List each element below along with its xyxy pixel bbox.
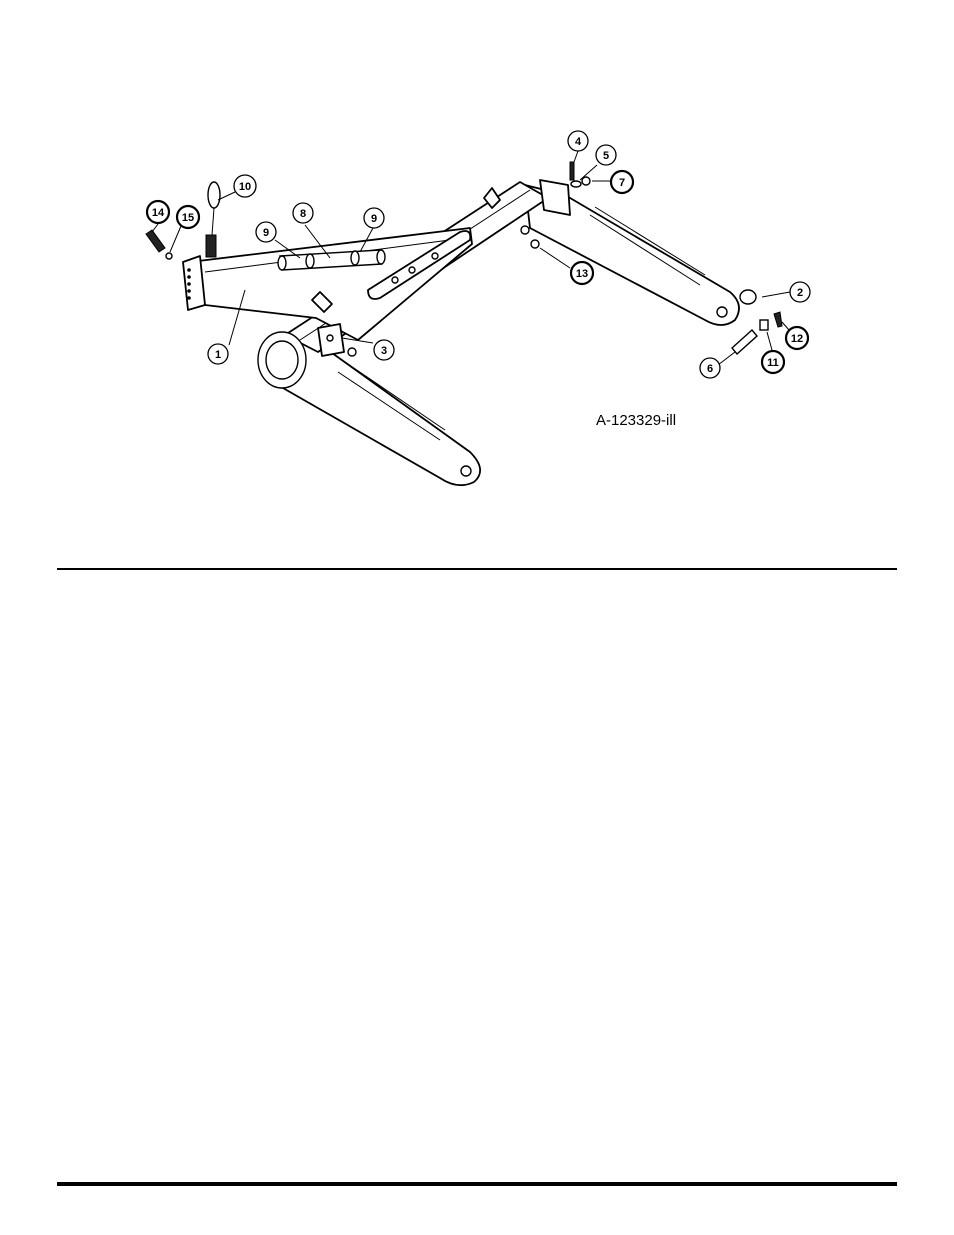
divider-bottom xyxy=(57,1182,897,1186)
callout-10: 10 xyxy=(234,175,256,197)
callout-7: 7 xyxy=(611,171,633,193)
svg-text:3: 3 xyxy=(381,345,387,357)
svg-text:9: 9 xyxy=(263,227,269,239)
svg-text:2: 2 xyxy=(797,287,803,299)
callout-1: 1 xyxy=(208,344,228,364)
svg-text:8: 8 xyxy=(300,208,306,220)
svg-text:14: 14 xyxy=(152,207,165,219)
callout-9-right: 9 xyxy=(364,208,384,228)
tower-plate xyxy=(183,256,205,310)
callout-3: 3 xyxy=(374,340,394,360)
bolt-12 xyxy=(774,312,782,327)
callout-9-left: 9 xyxy=(256,222,276,242)
handle-loop xyxy=(208,182,220,208)
svg-text:15: 15 xyxy=(182,212,194,224)
upright-beam xyxy=(190,228,472,340)
washer-5 xyxy=(571,181,581,187)
bolt-4 xyxy=(570,162,574,180)
callout-12: 12 xyxy=(786,327,808,349)
svg-text:11: 11 xyxy=(767,357,779,369)
loader-frame-drawing xyxy=(146,162,782,485)
svg-text:5: 5 xyxy=(603,150,609,162)
svg-text:9: 9 xyxy=(371,213,377,225)
svg-text:4: 4 xyxy=(575,136,582,148)
svg-text:13: 13 xyxy=(576,268,588,280)
bolt-14 xyxy=(146,230,165,252)
callout-15: 15 xyxy=(177,206,199,228)
lug-hole-left xyxy=(348,348,356,356)
divider-top xyxy=(57,568,897,570)
bracket-right xyxy=(540,180,570,215)
callout-5: 5 xyxy=(596,145,616,165)
callout-14: 14 xyxy=(147,201,169,223)
figure-id-label: A-123329-ill xyxy=(596,412,676,429)
lug-hole-right xyxy=(521,226,529,234)
callout-4: 4 xyxy=(568,131,588,151)
pin-6 xyxy=(732,330,757,354)
left-arm-pivot-hole xyxy=(461,466,471,476)
exploded-parts-diagram: 1 2 3 4 5 6 7 8 xyxy=(0,0,954,560)
svg-text:12: 12 xyxy=(791,333,803,345)
callout-8: 8 xyxy=(293,203,313,223)
callout-6: 6 xyxy=(700,358,720,378)
callout-13: 13 xyxy=(571,262,593,284)
right-arm-pivot-hole xyxy=(717,307,727,317)
nut-7 xyxy=(582,177,590,185)
svg-text:10: 10 xyxy=(239,181,251,193)
bushing-11 xyxy=(760,320,768,330)
callout-11: 11 xyxy=(762,351,784,373)
svg-text:6: 6 xyxy=(707,363,713,375)
spring xyxy=(206,235,216,257)
loader-frame-illustration: 1 2 3 4 5 6 7 8 xyxy=(0,0,954,560)
bushing-2 xyxy=(740,290,756,304)
svg-text:1: 1 xyxy=(215,349,221,361)
svg-text:7: 7 xyxy=(619,177,625,189)
pin-15 xyxy=(166,253,172,259)
callout-2: 2 xyxy=(790,282,810,302)
